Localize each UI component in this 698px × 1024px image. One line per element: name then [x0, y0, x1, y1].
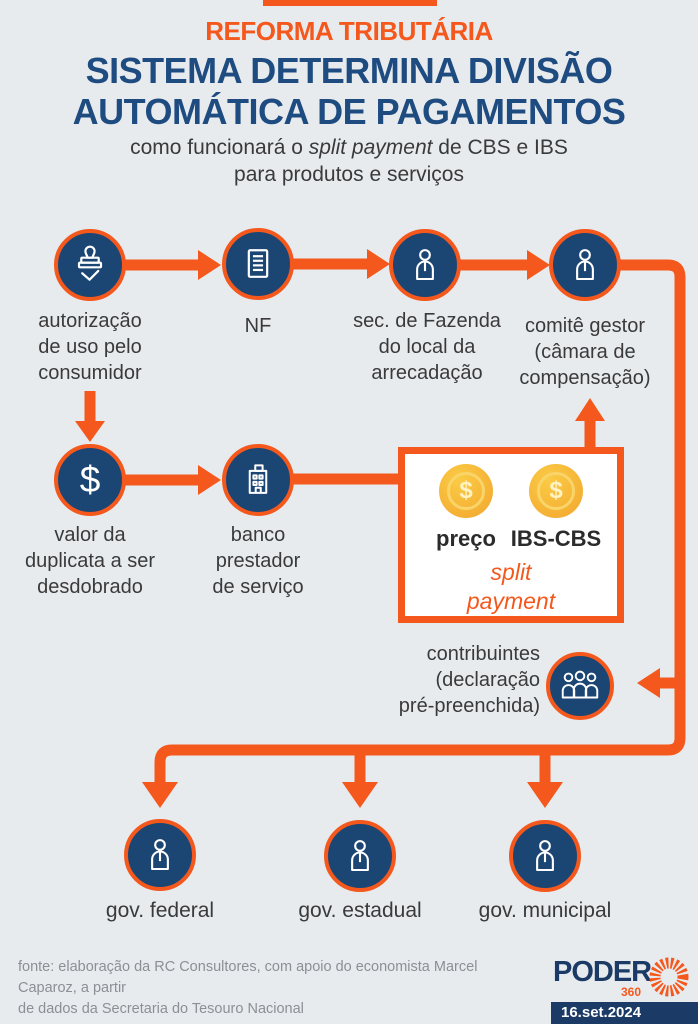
label-estadual: gov. estadual: [298, 899, 422, 922]
split-payment-caption: split payment: [466, 559, 556, 614]
coin-icon: $: [439, 464, 493, 518]
node-valor: $: [54, 444, 126, 516]
node-fazenda: [389, 229, 461, 301]
label-ibs-cbs: IBS-CBS: [510, 526, 602, 551]
poder360-logo-360: 360: [620, 985, 641, 999]
subtitle-line1: como funcionará o split payment de CBS e…: [130, 136, 568, 159]
node-comite: [549, 229, 621, 301]
person-icon: [339, 835, 381, 877]
poder360-logo-text: PODER: [553, 956, 652, 988]
header-accent-bar: [263, 0, 437, 6]
split-payment-box: [398, 447, 624, 623]
person-icon: [404, 244, 446, 286]
subtitle-italic: split payment: [308, 136, 433, 159]
kicker: REFORMA TRIBUTÁRIA: [205, 16, 493, 46]
label-valor: valor da duplicata a ser desdobrado: [24, 524, 156, 598]
person-icon: [524, 835, 566, 877]
group-icon: [557, 663, 603, 709]
label-comite: comitê gestor (câmara de compensação): [519, 315, 651, 389]
invoice-icon: [236, 242, 280, 286]
subtitle: como funcionará o split payment de CBS e…: [0, 134, 698, 188]
node-banco: [222, 444, 294, 516]
page-title: SISTEMA DETERMINA DIVISÃO AUTOMÁTICA DE …: [72, 50, 626, 132]
sunburst-icon: [643, 953, 693, 1006]
node-federal: [124, 819, 196, 891]
node-estadual: [324, 820, 396, 892]
label-contribuintes: contribuintes (declaração pré-preenchida…: [398, 643, 540, 717]
date-badge: 16.set.2024: [551, 1002, 698, 1024]
node-municipal: [509, 820, 581, 892]
coin-dollar-symbol: $: [537, 472, 575, 510]
source-credit: fonte: elaboração da RC Consultores, com…: [18, 959, 478, 1017]
label-fazenda: sec. de Fazenda do local da arrecadação: [353, 310, 501, 384]
label-federal: gov. federal: [105, 899, 215, 922]
node-contribuintes: [546, 652, 614, 720]
label-banco: banco prestador de serviço: [212, 524, 304, 598]
label-municipal: gov. municipal: [478, 899, 612, 922]
label-autorizacao: autorização de uso pelo consumidor: [38, 310, 142, 384]
subtitle-line2: para produtos e serviços: [234, 163, 464, 186]
label-nf: NF: [244, 315, 272, 337]
coin-dollar-symbol: $: [447, 472, 485, 510]
coin-icon: $: [529, 464, 583, 518]
building-icon: [236, 458, 280, 502]
node-autorizacao: [54, 229, 126, 301]
stamp-icon: [68, 243, 112, 287]
person-icon: [564, 244, 606, 286]
node-nf: [222, 228, 294, 300]
dollar-icon: $: [79, 458, 101, 500]
label-preco: preço: [436, 526, 496, 551]
person-icon: [139, 834, 181, 876]
